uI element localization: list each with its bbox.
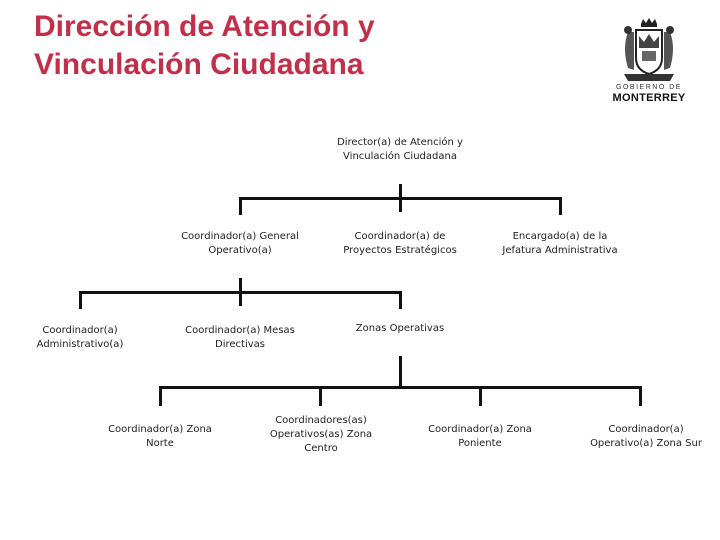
connector-poniente-up [479, 386, 482, 406]
node-zona-poniente: Coordinador(a) Zona Poniente [410, 423, 550, 451]
connector-level3-bar [160, 386, 642, 389]
connector-level2-bar [80, 291, 402, 294]
node-label-line: Administrativo(a) [36, 339, 124, 350]
city-coat-of-arms-icon [624, 18, 674, 81]
node-label-line: Directivas [215, 339, 265, 350]
node-label-line: Coordinador(a) General [181, 231, 299, 242]
node-label-line: Encargado(a) de la [512, 231, 608, 242]
connector-admin-up [79, 291, 82, 309]
node-coordinador-proyectos: Coordinador(a) de Proyectos Estratégicos [320, 230, 480, 258]
node-label-line: Proyectos Estratégicos [343, 245, 457, 256]
node-coordinador-administrativo: Coordinador(a) Administrativo(a) [10, 324, 150, 352]
node-label-line: Vinculación Ciudadana [343, 151, 457, 162]
node-label-line: Zonas Operativas [355, 323, 445, 334]
connector-zonas-up [399, 291, 402, 309]
node-zona-centro: Coordinadores(as) Operativos(as) Zona Ce… [251, 414, 391, 456]
connector-level1-bar [240, 197, 562, 200]
node-label-line: Director(a) de Atención y [337, 137, 463, 148]
node-coordinador-mesas: Coordinador(a) Mesas Directivas [170, 324, 310, 352]
connector-sur-up [639, 386, 642, 406]
node-label-line: Coordinador(a) Zona [428, 424, 532, 435]
page-title-line-2: Vinculación Ciudadana [34, 48, 364, 81]
connector-general-up [239, 197, 242, 215]
node-label-line: Coordinador(a) [42, 325, 118, 336]
node-label-line: Centro [304, 443, 338, 454]
node-director: Director(a) de Atención y Vinculación Ci… [320, 136, 480, 164]
logo-city-text: MONTERREY [612, 92, 686, 104]
node-label-line: Coordinadores(as) [275, 415, 367, 426]
page-title: Dirección de Atención y Vinculación Ciud… [34, 8, 454, 84]
node-label-line: Operativo(a) [208, 245, 272, 256]
city-logo: GOBIERNO DE MONTERREY [608, 18, 690, 104]
node-label-line: Norte [146, 438, 174, 449]
node-zonas-operativas: Zonas Operativas [330, 322, 470, 336]
node-label-line: Coordinador(a) [608, 424, 684, 435]
node-label-line: Jefatura Administrativa [502, 245, 618, 256]
node-zona-sur: Coordinador(a) Operativo(a) Zona Sur [576, 423, 716, 451]
node-label-line: Coordinador(a) Mesas [185, 325, 295, 336]
node-label-line: Poniente [458, 438, 502, 449]
node-label-line: Operativo(a) Zona Sur [590, 438, 702, 449]
connector-centro-up [319, 386, 322, 406]
node-label-line: Operativos(as) Zona [269, 429, 373, 440]
page-title-line-1: Dirección de Atención y [34, 10, 375, 43]
node-encargado-jefatura: Encargado(a) de la Jefatura Administrati… [480, 230, 640, 258]
node-zona-norte: Coordinador(a) Zona Norte [90, 423, 230, 451]
node-label-line: Coordinador(a) Zona [108, 424, 212, 435]
connector-zonas-down [399, 356, 402, 388]
connector-encargado-up [559, 197, 562, 215]
logo-gobierno-text: GOBIERNO DE [616, 84, 682, 91]
node-label-line: Coordinador(a) de [354, 231, 446, 242]
connector-norte-up [159, 386, 162, 406]
node-coordinador-general: Coordinador(a) General Operativo(a) [160, 230, 320, 258]
